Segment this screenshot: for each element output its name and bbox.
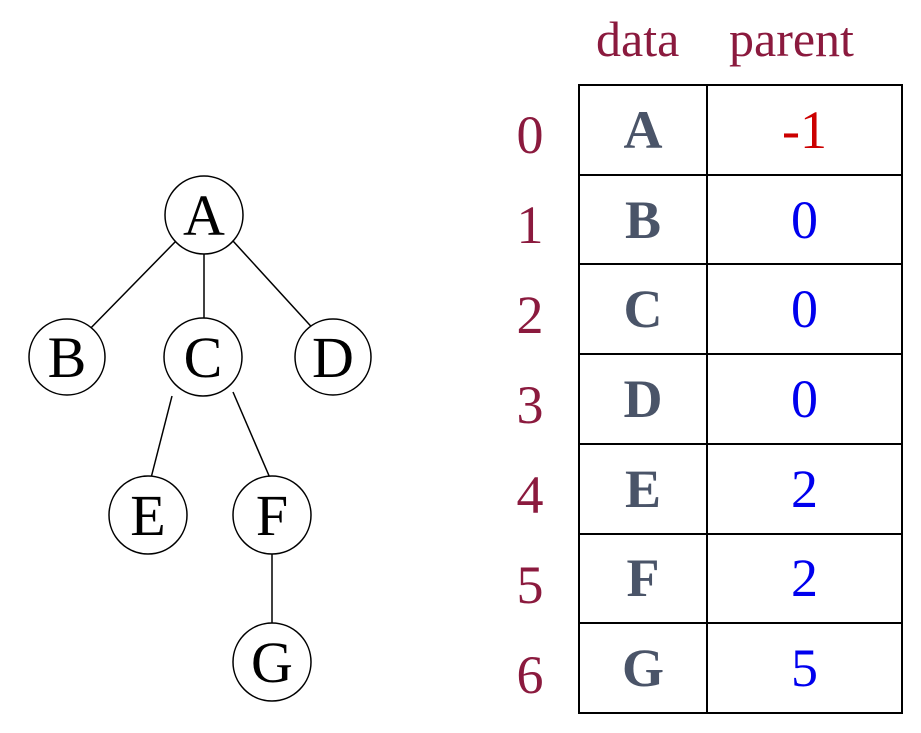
node-circle xyxy=(294,318,372,396)
tree-nodes: A B C D E F G xyxy=(28,175,372,702)
tree-node-g[interactable]: G xyxy=(232,622,312,702)
table-row: G 5 xyxy=(578,622,903,714)
data-cell: F xyxy=(578,532,708,625)
row-index-2: 2 xyxy=(516,285,544,345)
parent-cell: 0 xyxy=(706,263,903,356)
edge-c-f xyxy=(232,391,271,479)
data-cell: G xyxy=(578,622,708,714)
node-label: C xyxy=(184,325,223,390)
data-cell: D xyxy=(578,353,708,445)
tree-node-b[interactable]: B xyxy=(28,318,106,396)
tree-edges xyxy=(81,240,319,624)
row-index-0: 0 xyxy=(516,105,544,165)
table-row: B 0 xyxy=(578,173,903,266)
node-label: A xyxy=(183,183,225,248)
node-label: F xyxy=(256,483,288,548)
parent-cell: 5 xyxy=(706,622,903,714)
parent-cell: 0 xyxy=(706,353,903,445)
parent-cell: 2 xyxy=(706,442,903,535)
table-row: C 0 xyxy=(578,263,903,356)
tree-node-c[interactable]: C xyxy=(163,317,243,397)
tree-node-d[interactable]: D xyxy=(294,318,372,396)
header-parent: parent xyxy=(729,11,854,67)
parent-cell: -1 xyxy=(706,84,903,176)
table-row: A -1 xyxy=(578,84,903,176)
parent-array-table: A -1 B 0 C 0 D 0 E 2 F 2 G 5 xyxy=(578,84,903,714)
parent-cell: 0 xyxy=(706,173,903,266)
data-cell: B xyxy=(578,173,708,266)
node-label: D xyxy=(312,325,354,390)
tree-node-f[interactable]: F xyxy=(232,475,312,555)
data-cell: C xyxy=(578,263,708,356)
row-index-5: 5 xyxy=(516,555,544,615)
header-data: data xyxy=(596,11,680,67)
data-cell: E xyxy=(578,442,708,535)
table-row: F 2 xyxy=(578,532,903,625)
row-index-3: 3 xyxy=(516,375,544,435)
row-index-4: 4 xyxy=(516,465,544,525)
table-row: E 2 xyxy=(578,442,903,535)
node-circle xyxy=(108,475,188,555)
tree-node-e[interactable]: E xyxy=(108,475,188,555)
table-row: D 0 xyxy=(578,353,903,445)
edge-a-d xyxy=(232,240,319,335)
node-label: G xyxy=(251,630,293,695)
tree-node-a[interactable]: A xyxy=(164,175,244,255)
node-circle xyxy=(164,175,244,255)
node-label: B xyxy=(48,325,87,390)
parent-cell: 2 xyxy=(706,532,903,625)
data-cell: A xyxy=(578,84,708,176)
node-circle xyxy=(28,318,106,396)
row-index-6: 6 xyxy=(516,645,544,705)
edge-a-b xyxy=(81,240,177,338)
node-circle xyxy=(232,475,312,555)
node-circle xyxy=(163,317,243,397)
edge-c-e xyxy=(150,395,173,479)
row-index-1: 1 xyxy=(516,195,544,255)
node-circle xyxy=(232,622,312,702)
node-label: E xyxy=(130,483,165,548)
